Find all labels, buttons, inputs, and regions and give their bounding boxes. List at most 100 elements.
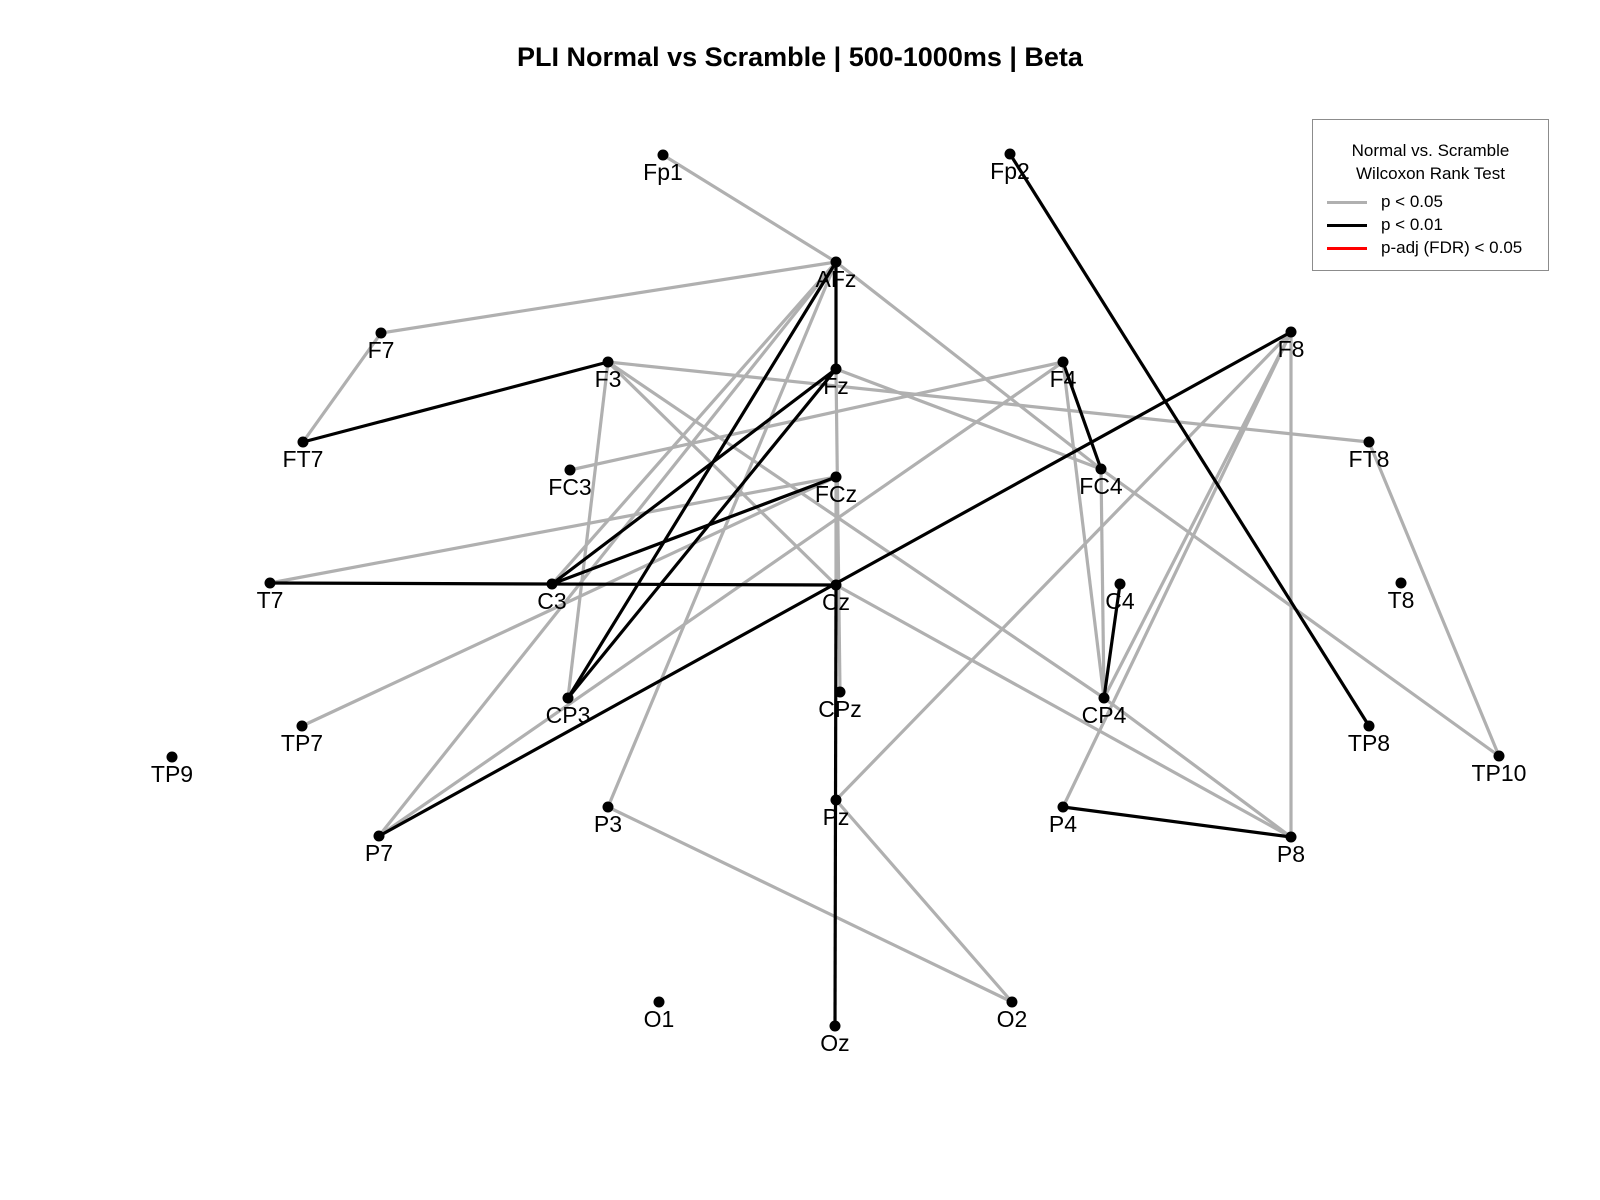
label-f4: F4 xyxy=(1050,366,1077,392)
label-ft7: FT7 xyxy=(283,446,324,472)
label-cp3: CP3 xyxy=(546,702,591,728)
plot-title: PLI Normal vs Scramble | 500-1000ms | Be… xyxy=(517,42,1083,72)
legend-label-p01: p < 0.01 xyxy=(1381,215,1443,234)
edge-f4-fc3 xyxy=(569,360,1064,472)
label-fc3: FC3 xyxy=(548,474,591,500)
edge-afz-c3 xyxy=(550,260,838,586)
node-oz xyxy=(829,1020,841,1032)
legend-swatch-fdr xyxy=(1327,247,1367,250)
edge-fcz-t7 xyxy=(269,475,837,585)
label-fc4: FC4 xyxy=(1079,473,1123,499)
nodes-layer xyxy=(166,148,1505,1032)
node-f8 xyxy=(1285,326,1297,338)
node-pz xyxy=(830,794,842,806)
node-c4 xyxy=(1114,578,1126,590)
label-t8: T8 xyxy=(1388,587,1415,613)
legend-title-line2: Wilcoxon Rank Test xyxy=(1356,164,1505,183)
edge-f3-cp3 xyxy=(566,361,610,699)
label-f8: F8 xyxy=(1278,336,1305,362)
node-t7 xyxy=(264,577,276,589)
edge-f4-fc4 xyxy=(1061,361,1103,470)
label-p8: P8 xyxy=(1277,841,1305,867)
legend: Normal vs. Scramble Wilcoxon Rank Test p… xyxy=(1312,119,1549,271)
node-afz xyxy=(830,256,842,268)
edge-fc4-cp4 xyxy=(1099,468,1106,699)
edge-fz-cpz xyxy=(834,368,842,693)
edge-f3-cp4 xyxy=(607,360,1105,700)
edge-cp4-p8 xyxy=(1103,696,1292,839)
node-cp3 xyxy=(562,692,574,704)
node-fcz xyxy=(830,471,842,483)
edge-afz-fc4 xyxy=(835,260,1102,471)
label-afz: AFz xyxy=(816,266,857,292)
edge-f8-cp4 xyxy=(1102,331,1293,699)
legend-entry-p05: p < 0.05 xyxy=(1313,191,1548,214)
edge-fcz-c3 xyxy=(551,475,837,586)
label-oz: Oz xyxy=(820,1030,849,1056)
label-t7: T7 xyxy=(257,587,284,613)
legend-label-p05: p < 0.05 xyxy=(1381,192,1443,211)
node-t8 xyxy=(1395,577,1407,589)
legend-entry-p01: p < 0.01 xyxy=(1313,214,1548,237)
edge-p3-o2 xyxy=(607,805,1013,1004)
node-fz xyxy=(830,363,842,375)
label-p7: P7 xyxy=(365,840,393,866)
node-tp8 xyxy=(1363,720,1375,732)
label-f7: F7 xyxy=(368,337,395,363)
legend-title-line1: Normal vs. Scramble xyxy=(1351,141,1510,160)
label-p3: P3 xyxy=(594,811,622,837)
edge-f4-cp4 xyxy=(1061,361,1106,699)
label-tp9: TP9 xyxy=(151,761,193,787)
legend-swatch-p01 xyxy=(1327,224,1367,227)
label-fcz: FCz xyxy=(815,481,857,507)
label-cpz: CPz xyxy=(818,696,861,722)
node-o2 xyxy=(1006,996,1018,1008)
edge-f7-afz xyxy=(380,260,837,335)
legend-title: Normal vs. Scramble Wilcoxon Rank Test xyxy=(1313,139,1548,185)
node-fp2 xyxy=(1004,148,1016,160)
node-f7 xyxy=(375,327,387,339)
edge-afz-cp3 xyxy=(566,261,838,699)
edge-f8-pz xyxy=(834,330,1293,802)
label-c3: C3 xyxy=(537,588,566,614)
legend-swatch-p05 xyxy=(1327,201,1367,204)
node-c3 xyxy=(546,578,558,590)
node-cp4 xyxy=(1098,692,1110,704)
edge-cz-oz xyxy=(833,584,838,1027)
node-fp1 xyxy=(657,149,669,161)
label-cp4: CP4 xyxy=(1082,702,1127,728)
label-o2: O2 xyxy=(997,1006,1028,1032)
label-ft8: FT8 xyxy=(1349,446,1390,472)
legend-label-fdr: p-adj (FDR) < 0.05 xyxy=(1381,238,1523,257)
edge-f4-p7 xyxy=(378,360,1064,838)
label-fp2: Fp2 xyxy=(990,158,1030,184)
label-fz: Fz xyxy=(823,373,849,399)
legend-entry-fdr: p-adj (FDR) < 0.05 xyxy=(1313,237,1548,260)
edge-c4-cp4 xyxy=(1102,583,1122,699)
label-f3: F3 xyxy=(595,366,622,392)
node-f3 xyxy=(602,356,614,368)
label-tp8: TP8 xyxy=(1348,730,1390,756)
label-tp10: TP10 xyxy=(1472,760,1527,786)
edge-fz-c3 xyxy=(551,367,837,586)
edge-f3-cz xyxy=(606,360,838,587)
node-cz xyxy=(830,579,842,591)
edge-p4-p8 xyxy=(1062,805,1292,839)
node-cpz xyxy=(834,686,846,698)
label-o1: O1 xyxy=(644,1006,675,1032)
node-tp9 xyxy=(166,751,178,763)
node-p3 xyxy=(602,801,614,813)
edge-fp1-afz xyxy=(662,153,837,264)
node-ft7 xyxy=(297,436,309,448)
node-o1 xyxy=(653,996,665,1008)
node-tp10 xyxy=(1493,750,1505,762)
edge-afz-p3 xyxy=(606,261,838,808)
node-fc3 xyxy=(564,464,576,476)
label-c4: C4 xyxy=(1105,588,1135,614)
node-f4 xyxy=(1057,356,1069,368)
edge-afz-p7 xyxy=(377,261,838,837)
node-p8 xyxy=(1285,831,1297,843)
edge-ft8-tp10 xyxy=(1367,441,1501,757)
